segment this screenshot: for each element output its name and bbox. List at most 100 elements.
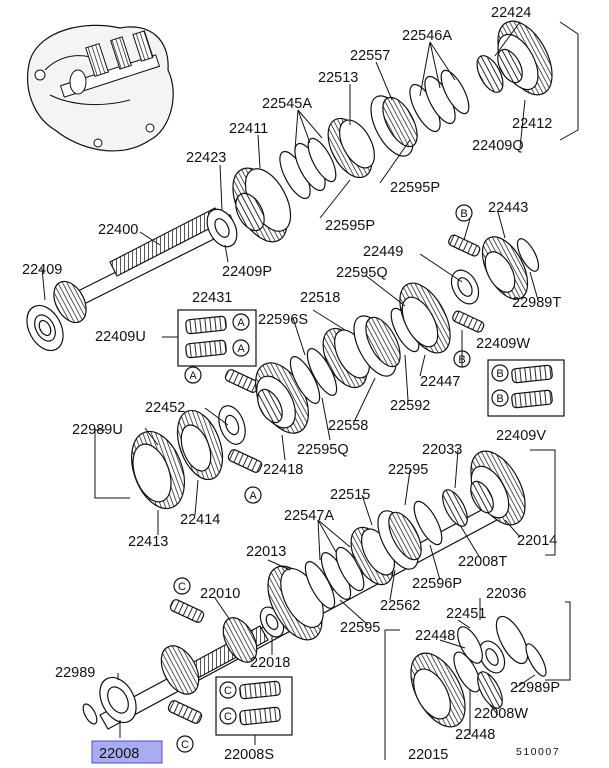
label-22989u: 22989U — [72, 422, 123, 438]
callout-b-4 — [491, 389, 509, 407]
synchro-ring-6 — [440, 69, 470, 115]
label-22033: 22033 — [422, 442, 462, 458]
label-22989t: 22989T — [512, 295, 561, 311]
needle-bearing-b-lower — [452, 310, 485, 333]
label-22424: 22424 — [491, 5, 531, 21]
needle-bearing-22008s-2 — [239, 706, 281, 726]
needle-bearing-22409v-2 — [511, 389, 553, 409]
synchro-ring-22596s — [289, 356, 321, 404]
needle-bearing-22409u-1 — [185, 315, 227, 335]
leader-lines — [41, 21, 579, 760]
callout-a-4 — [244, 486, 262, 504]
needle-bearing-upper-a — [224, 369, 260, 393]
label-22546a: 22546A — [402, 28, 452, 44]
label-22412: 22412 — [512, 116, 552, 132]
label-22592: 22592 — [390, 398, 430, 414]
gear-22010 — [160, 617, 258, 695]
needle-bearing-c-upper — [169, 599, 205, 623]
label-22418: 22418 — [263, 462, 303, 478]
callout-a-text-2: A — [237, 343, 245, 355]
synchro-hub-22513 — [327, 117, 375, 179]
needle-bearing-c-lower — [167, 700, 203, 724]
label-22557: 22557 — [350, 48, 390, 64]
label-22014: 22014 — [517, 533, 557, 549]
label-22409: 22409 — [22, 262, 62, 278]
ring-22036 — [495, 615, 529, 665]
part-labels: 22424 22546A 22557 22513 22545A 22411 22… — [22, 5, 561, 764]
callout-c-3 — [219, 681, 237, 699]
callout-a-2 — [232, 339, 250, 357]
label-22989p: 22989P — [510, 680, 560, 696]
bearing-box-22409v — [487, 359, 565, 417]
label-22413: 22413 — [128, 534, 168, 550]
label-22008-highlighted: 22008 — [99, 746, 139, 762]
callout-c-text-2: C — [181, 739, 189, 751]
callout-a-1 — [232, 313, 250, 331]
bearing-22409p — [206, 208, 238, 248]
label-22409u: 22409U — [95, 329, 146, 345]
needle-bearing-22409v-1 — [511, 364, 553, 384]
middle-shaft-assembly — [131, 204, 565, 510]
collar-22449 — [450, 269, 480, 305]
gear-22411 — [232, 167, 292, 243]
label-22595q-b: 22595Q — [297, 442, 349, 458]
label-22452: 22452 — [145, 400, 185, 416]
gear-22414 — [176, 409, 224, 481]
figure-code: 510007 — [516, 746, 560, 758]
label-22431: 22431 — [192, 290, 232, 306]
label-22558: 22558 — [328, 418, 368, 434]
callout-c-4 — [219, 707, 237, 725]
callout-letters: A A A A B B B B C C C C — [178, 208, 504, 751]
label-22414: 22414 — [180, 512, 220, 528]
gear-22412 — [497, 20, 553, 96]
label-22547a: 22547A — [284, 508, 334, 524]
label-22518: 22518 — [300, 290, 340, 306]
label-22018: 22018 — [250, 655, 290, 671]
gear-22015 — [410, 652, 466, 728]
needle-bearing-22008w — [477, 671, 503, 709]
pinion-gear — [53, 280, 87, 324]
bearing-22008 — [99, 676, 137, 724]
snap-ring-22989 — [82, 703, 98, 725]
synchro-sleeve-22562 — [377, 510, 422, 570]
gear-22443 — [481, 236, 529, 300]
label-22595-b: 22595 — [340, 620, 380, 636]
label-22515: 22515 — [330, 487, 370, 503]
needle-bearing-22409u-2 — [185, 339, 227, 359]
label-22596s: 22596S — [258, 312, 308, 328]
upper-shaft-assembly — [26, 20, 553, 352]
synchro-sleeve-22558 — [353, 315, 401, 377]
needle-bearing-22424 — [476, 55, 504, 93]
callout-c-text-3: C — [224, 685, 232, 697]
lower-shaft-assembly — [82, 450, 547, 753]
needle-bearing-lower-a — [227, 449, 263, 473]
label-22409v: 22409V — [496, 428, 546, 444]
label-22008w: 22008W — [474, 706, 528, 722]
highlight-box-22008 — [91, 740, 163, 764]
label-22595: 22595 — [388, 462, 428, 478]
label-22595p-b: 22595P — [325, 218, 375, 234]
callout-b-1 — [455, 204, 473, 222]
needle-bearing-22008t — [442, 489, 468, 527]
bearing-22452 — [218, 405, 246, 445]
transmission-case-thumbnail — [27, 24, 174, 152]
label-22423: 22423 — [186, 150, 226, 166]
label-22596p: 22596P — [412, 576, 462, 592]
synchro-sleeve-22557 — [370, 95, 418, 157]
callout-c-text-1: C — [178, 581, 186, 593]
label-22409q: 22409Q — [472, 138, 524, 154]
snap-ring-22989t — [516, 238, 540, 272]
label-22448-a: 22448 — [415, 628, 455, 644]
callout-c-1 — [173, 577, 191, 595]
callout-a-3 — [184, 366, 202, 384]
snap-ring-22596p — [413, 500, 443, 546]
callout-b-text-4: B — [496, 393, 503, 405]
callout-b-text-2: B — [458, 354, 465, 366]
gear-22447 — [399, 282, 451, 354]
needle-bearing-b-upper — [448, 234, 481, 257]
label-22513: 22513 — [318, 70, 358, 86]
label-22400: 22400 — [98, 222, 138, 238]
gear-22014 — [470, 450, 526, 526]
snap-ring-22989p — [525, 643, 547, 677]
